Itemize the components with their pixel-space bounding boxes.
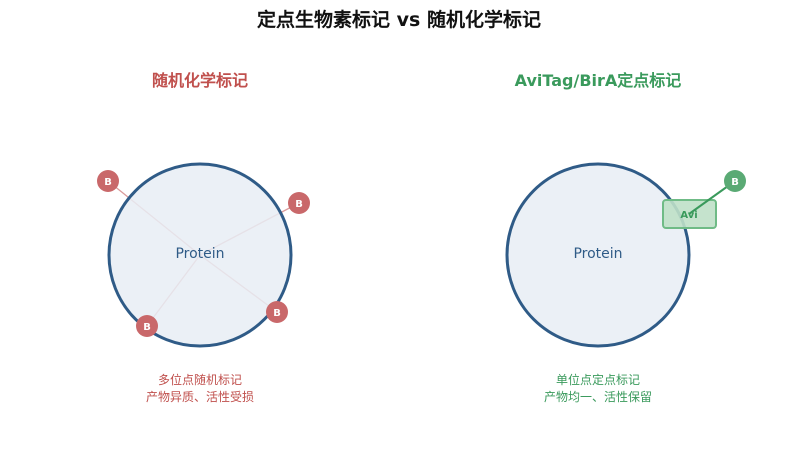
right-caption-line-2: 产物均一、活性保留 xyxy=(544,390,652,404)
left-protein xyxy=(107,162,293,348)
right-panel: AviTag/BirA定点标记 Protein Avi B 单位点定点标记 产物… xyxy=(505,71,746,404)
right-biotin-marker xyxy=(724,170,746,192)
left-panel-title: 随机化学标记 xyxy=(152,71,248,90)
left-biotin-1-marker xyxy=(97,170,119,192)
right-caption-line-1: 单位点定点标记 xyxy=(556,372,640,387)
right-protein xyxy=(505,162,691,348)
left-biotin-3: B xyxy=(136,315,158,337)
diagram-title: 定点生物素标记 vs 随机化学标记 xyxy=(257,8,541,31)
left-biotin-2-label: B xyxy=(295,199,303,210)
left-biotin-2-marker xyxy=(288,192,310,214)
left-biotin-4-marker xyxy=(266,301,288,323)
avi-tag-label: Avi xyxy=(680,210,697,221)
right-panel-title: AviTag/BirA定点标记 xyxy=(515,71,682,90)
left-caption-line-1: 多位点随机标记 xyxy=(158,372,242,387)
right-biotin-label: B xyxy=(731,177,739,188)
left-biotin-3-marker xyxy=(136,315,158,337)
left-biotin-1: B xyxy=(97,170,119,192)
right-biotin: B xyxy=(724,170,746,192)
left-biotin-1-label: B xyxy=(104,177,112,188)
left-caption-line-2: 产物异质、活性受损 xyxy=(146,390,254,404)
left-biotin-4: B xyxy=(266,301,288,323)
left-panel: 随机化学标记 Protein B B B B 多位点随机标记 产物异质、活性受损 xyxy=(97,71,310,404)
left-biotin-3-label: B xyxy=(143,322,151,333)
right-protein-label: Protein xyxy=(573,246,622,262)
left-biotin-4-label: B xyxy=(273,308,281,319)
left-protein-label: Protein xyxy=(175,246,224,262)
left-biotin-2: B xyxy=(288,192,310,214)
